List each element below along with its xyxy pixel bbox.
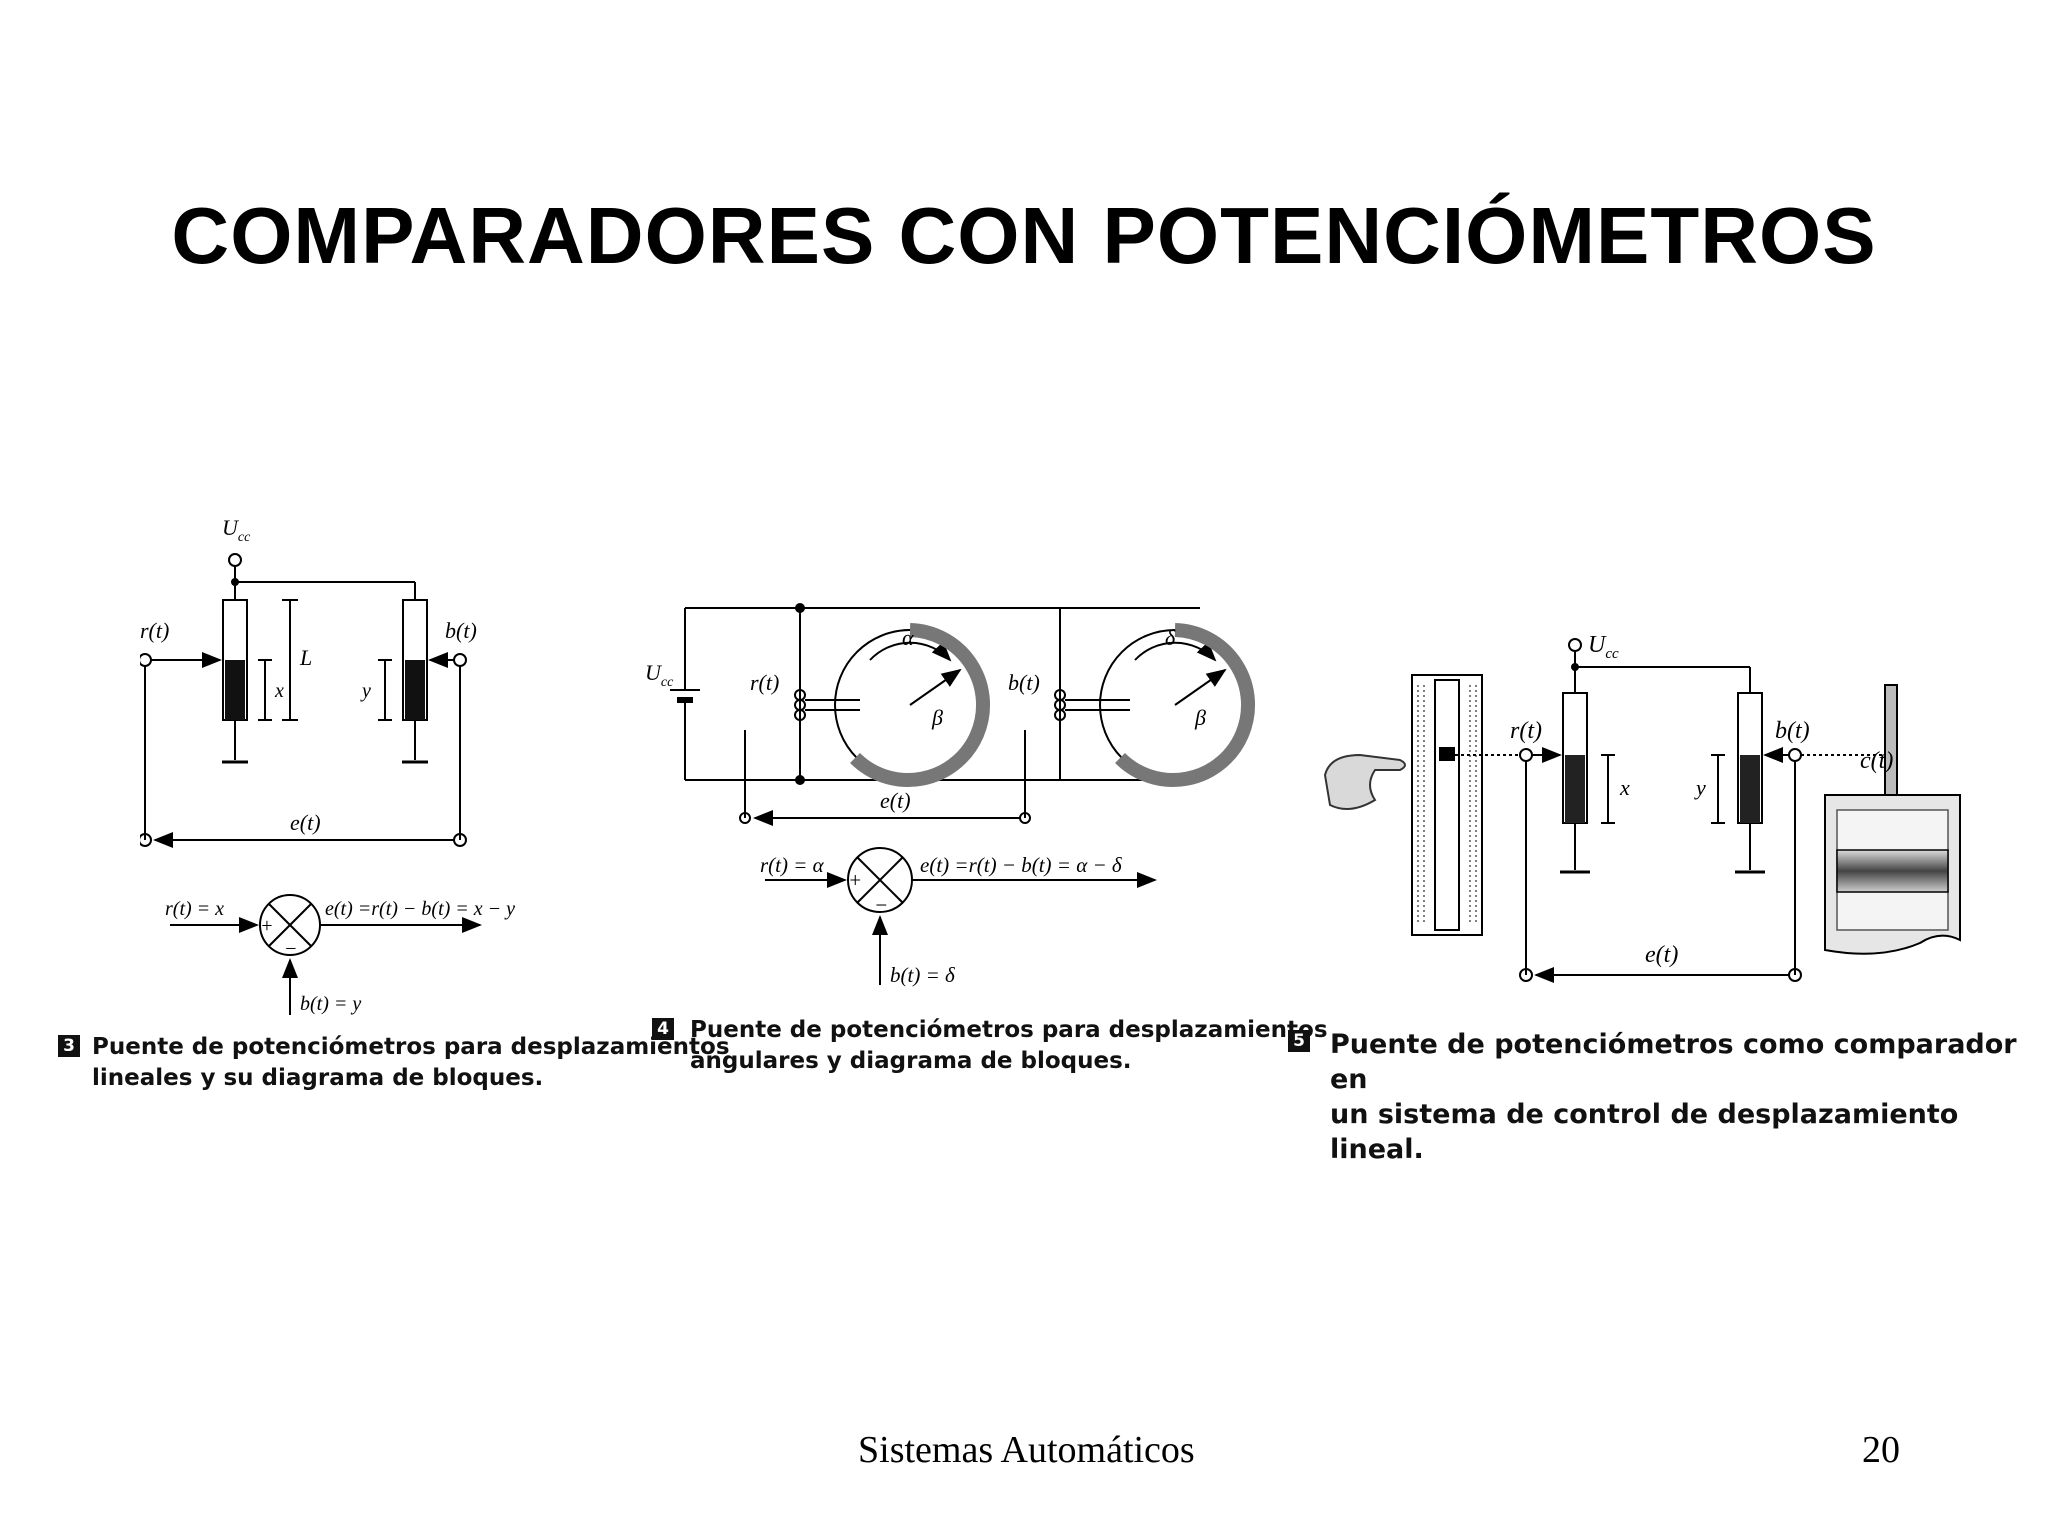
fig4-feedback-label: b(t) [1008, 670, 1040, 695]
figure-4-diagram: Ucc r(t) b(t) α β δ β e(t) r(t) = α e(t)… [645, 603, 1256, 987]
fig5-supply-label: Ucc [1588, 632, 1619, 662]
fig5-output-label: c(t) [1860, 748, 1893, 774]
fig3-supply-label: Ucc [222, 515, 251, 545]
slide-title: COMPARADORES CON POTENCIÓMETROS [171, 191, 1877, 280]
figure-3-number: 3 [58, 1035, 80, 1057]
piston [1836, 849, 1949, 893]
hand-icon [1323, 753, 1406, 810]
figure-3-caption: Puente de potenciómetros para desplazami… [92, 1032, 730, 1094]
fig4-block-output: e(t) =r(t) − b(t) = α − δ [920, 853, 1123, 877]
fig4-alpha-label: α [902, 625, 914, 650]
figure-5-linear-control-system: Ucc r(t) b(t) c(t) x y e(t) [1320, 625, 1970, 1005]
fig3-y-label: y [360, 680, 371, 702]
fig3-x-label: x [274, 680, 284, 702]
fig3-block-input: r(t) = x [165, 898, 224, 920]
piston-rod [1884, 684, 1898, 796]
reference-scale [1411, 674, 1483, 936]
fig3-error-label: e(t) [290, 810, 321, 835]
figure-3-caption-line1: Puente de potenciómetros para desplazami… [92, 1034, 730, 1060]
fig4-error-label: e(t) [880, 788, 911, 813]
fig4-beta-left-label: β [931, 705, 943, 730]
figure-4-caption: Puente de potenciómetros para desplazami… [690, 1015, 1328, 1077]
fig5-feedback-label: b(t) [1775, 718, 1810, 744]
figure-4-caption-line2: angulares y diagrama de bloques. [690, 1048, 1132, 1074]
fig5-error-label: e(t) [1645, 942, 1678, 968]
fig3-plus-sign: + [260, 915, 274, 937]
fig3-length-label: L [299, 645, 312, 670]
figure-3-diagram: Ucc r(t) b(t) L x y e(t) r(t) = x e(t) =… [140, 515, 515, 1015]
fig4-block-input: r(t) = α [760, 853, 825, 877]
figure-5-caption-line2: un sistema de control de desplazamiento … [1330, 1099, 1959, 1165]
fig4-supply-label: Ucc [645, 660, 674, 690]
fig4-minus-sign: − [874, 893, 888, 917]
figure-3-linear-bridge: Ucc r(t) b(t) L x y e(t) r(t) = x e(t) =… [140, 510, 580, 1030]
figure-4-number: 4 [652, 1018, 674, 1040]
fig4-block-feedback: b(t) = δ [890, 963, 956, 987]
figure-4-caption-line1: Puente de potenciómetros para desplazami… [690, 1017, 1328, 1043]
fig3-minus-sign: − [284, 938, 298, 960]
figure-5-number: 5 [1288, 1030, 1310, 1052]
footer-course-name: Sistemas Automáticos [858, 1429, 1195, 1471]
fig3-block-feedback: b(t) = y [300, 993, 361, 1015]
fig4-reference-label: r(t) [750, 670, 779, 695]
page-number: 20 [1862, 1429, 1900, 1471]
fig4-beta-right-label: β [1194, 705, 1206, 730]
figure-4-angular-bridge: Ucc r(t) b(t) α β δ β e(t) r(t) = α e(t)… [640, 590, 1260, 1010]
fig4-delta-label: δ [1165, 625, 1176, 650]
fig3-feedback-label: b(t) [445, 618, 477, 643]
figure-3-caption-line2: lineales y su diagrama de bloques. [92, 1065, 544, 1091]
figure-5-diagram: Ucc r(t) b(t) c(t) x y e(t) [1323, 632, 1961, 983]
fig5-reference-label: r(t) [1510, 718, 1542, 744]
fig5-y-label: y [1694, 775, 1706, 800]
fig3-reference-label: r(t) [140, 618, 169, 643]
figure-5-caption-line1: Puente de potenciómetros como comparador… [1330, 1029, 2017, 1095]
figure-5-caption: Puente de potenciómetros como comparador… [1330, 1027, 2048, 1167]
fig5-x-label: x [1619, 775, 1630, 800]
fig4-plus-sign: + [848, 868, 862, 892]
fig3-block-output: e(t) =r(t) − b(t) = x − y [325, 898, 515, 920]
